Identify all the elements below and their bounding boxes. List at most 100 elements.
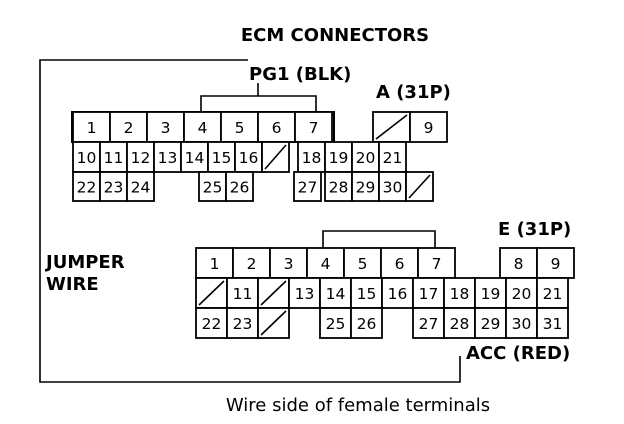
connector-e-terminal-label: 11 <box>233 285 253 303</box>
connector-e-terminal <box>195 277 228 309</box>
connector-a-terminal: 19 <box>324 141 353 173</box>
connector-a-terminal <box>261 141 290 173</box>
connector-a-terminal-label: 2 <box>124 119 134 137</box>
connector-e-terminal: 25 <box>319 307 352 339</box>
connector-a-terminal-label: 13 <box>158 149 178 167</box>
connector-e-terminal-label: 21 <box>543 285 563 303</box>
jumper-label-line1: JUMPER <box>44 252 125 273</box>
connector-e-terminal: 5 <box>343 247 382 279</box>
connector-e-terminal-label: 3 <box>284 255 294 273</box>
connector-a-terminal: 6 <box>257 111 296 143</box>
connector-a-terminal-label: 20 <box>356 149 376 167</box>
caption: Wire side of female terminals <box>226 395 490 416</box>
connector-e-terminal-label: 22 <box>202 315 222 333</box>
connector-e-terminal: 9 <box>536 247 575 279</box>
connector-a-terminal: 10 <box>72 141 101 173</box>
connector-e-terminal: 7 <box>417 247 456 279</box>
connector-a-terminal: 23 <box>99 171 128 202</box>
connector-a-terminal-label: 4 <box>198 119 208 137</box>
connector-e-terminal: 17 <box>412 277 445 309</box>
connector-a-terminal-label: 1 <box>87 119 97 137</box>
connector-e-terminal: 28 <box>443 307 476 339</box>
connector-e-terminal-label: 20 <box>512 285 532 303</box>
connector-a-terminal-label: 10 <box>77 149 97 167</box>
connector-a-terminal: 29 <box>351 171 380 202</box>
connector-e-terminal-label: 27 <box>419 315 439 333</box>
connector-a-terminal-label: 24 <box>131 179 151 197</box>
connector-e-terminal: 23 <box>226 307 259 339</box>
connector-a-terminal-label: 6 <box>272 119 282 137</box>
connector-a-label: A (31P) <box>376 82 451 103</box>
connector-a-terminal: 5 <box>220 111 259 143</box>
connector-a-terminal: 30 <box>378 171 407 202</box>
connector-a-terminal-label: 19 <box>329 149 349 167</box>
connector-a-terminal: 26 <box>225 171 254 202</box>
diagram-title: ECM CONNECTORS <box>241 25 429 46</box>
connector-a-terminal: 11 <box>99 141 128 173</box>
jumper-label-line2: WIRE <box>46 274 99 295</box>
connector-e-terminal-label: 4 <box>321 255 331 273</box>
connector-e-label: E (31P) <box>498 219 571 240</box>
connector-e-terminal-label: 9 <box>551 255 561 273</box>
connector-a-terminal-label: 12 <box>131 149 151 167</box>
connector-a-terminal: 18 <box>297 141 326 173</box>
connector-e-terminal: 2 <box>232 247 271 279</box>
connector-e-terminal: 1 <box>195 247 234 279</box>
connector-e-terminal: 16 <box>381 277 414 309</box>
connector-a-terminal: 20 <box>351 141 380 173</box>
connector-a-terminal: 22 <box>72 171 101 202</box>
connector-e-terminal: 27 <box>412 307 445 339</box>
connector-a-terminal-label: 5 <box>235 119 245 137</box>
connector-e-terminal-label: 13 <box>295 285 315 303</box>
connector-a-terminal: 14 <box>180 141 209 173</box>
connector-a-terminal: 4 <box>183 111 222 143</box>
connector-a-terminal-label: 14 <box>185 149 205 167</box>
connector-a-terminal-label: 7 <box>309 119 319 137</box>
connector-a-terminal: 2 <box>109 111 148 143</box>
connector-e-terminal <box>257 277 290 309</box>
connector-a-terminal-label: 25 <box>203 179 223 197</box>
connector-e-terminal-label: 25 <box>326 315 346 333</box>
connector-a-terminal-label: 21 <box>383 149 403 167</box>
connector-e-terminal: 22 <box>195 307 228 339</box>
connector-e-terminal-label: 28 <box>450 315 470 333</box>
connector-e-terminal-label: 1 <box>210 255 220 273</box>
connector-a-terminal: 15 <box>207 141 236 173</box>
connector-a-terminal: 13 <box>153 141 182 173</box>
connector-a-terminal-label: 29 <box>356 179 376 197</box>
connector-e-terminal: 11 <box>226 277 259 309</box>
connector-e-terminal: 6 <box>380 247 419 279</box>
connector-a-terminal: 12 <box>126 141 155 173</box>
connector-e-terminal-label: 30 <box>512 315 532 333</box>
connector-e-terminal-label: 15 <box>357 285 377 303</box>
connector-e-terminal: 31 <box>536 307 569 339</box>
connector-a-terminal <box>372 111 411 143</box>
connector-a-terminal-label: 16 <box>239 149 259 167</box>
connector-a-terminal: 9 <box>409 111 448 143</box>
connector-e-terminal-label: 17 <box>419 285 439 303</box>
connector-a-terminal: 16 <box>234 141 263 173</box>
connector-a-terminal-label: 11 <box>104 149 124 167</box>
connector-e-terminal-label: 29 <box>481 315 501 333</box>
connector-a-terminal-label: 30 <box>383 179 403 197</box>
pg1-label: PG1 (BLK) <box>249 64 351 85</box>
connector-e-terminal-label: 2 <box>247 255 257 273</box>
connector-e-terminal: 14 <box>319 277 352 309</box>
connector-e-terminal <box>257 307 290 339</box>
connector-a-terminal: 28 <box>324 171 353 202</box>
connector-e-terminal: 4 <box>306 247 345 279</box>
connector-a-terminal-label: 3 <box>161 119 171 137</box>
connector-a-terminal <box>405 171 434 202</box>
pg1-bracket <box>200 95 317 112</box>
connector-e-terminal-label: 19 <box>481 285 501 303</box>
connector-e-terminal: 29 <box>474 307 507 339</box>
connector-e-terminal-label: 8 <box>514 255 524 273</box>
connector-e-terminal-label: 26 <box>357 315 377 333</box>
connector-e-terminal: 26 <box>350 307 383 339</box>
connector-e-terminal: 19 <box>474 277 507 309</box>
connector-e-terminal: 30 <box>505 307 538 339</box>
connector-a-terminal-label: 28 <box>329 179 349 197</box>
